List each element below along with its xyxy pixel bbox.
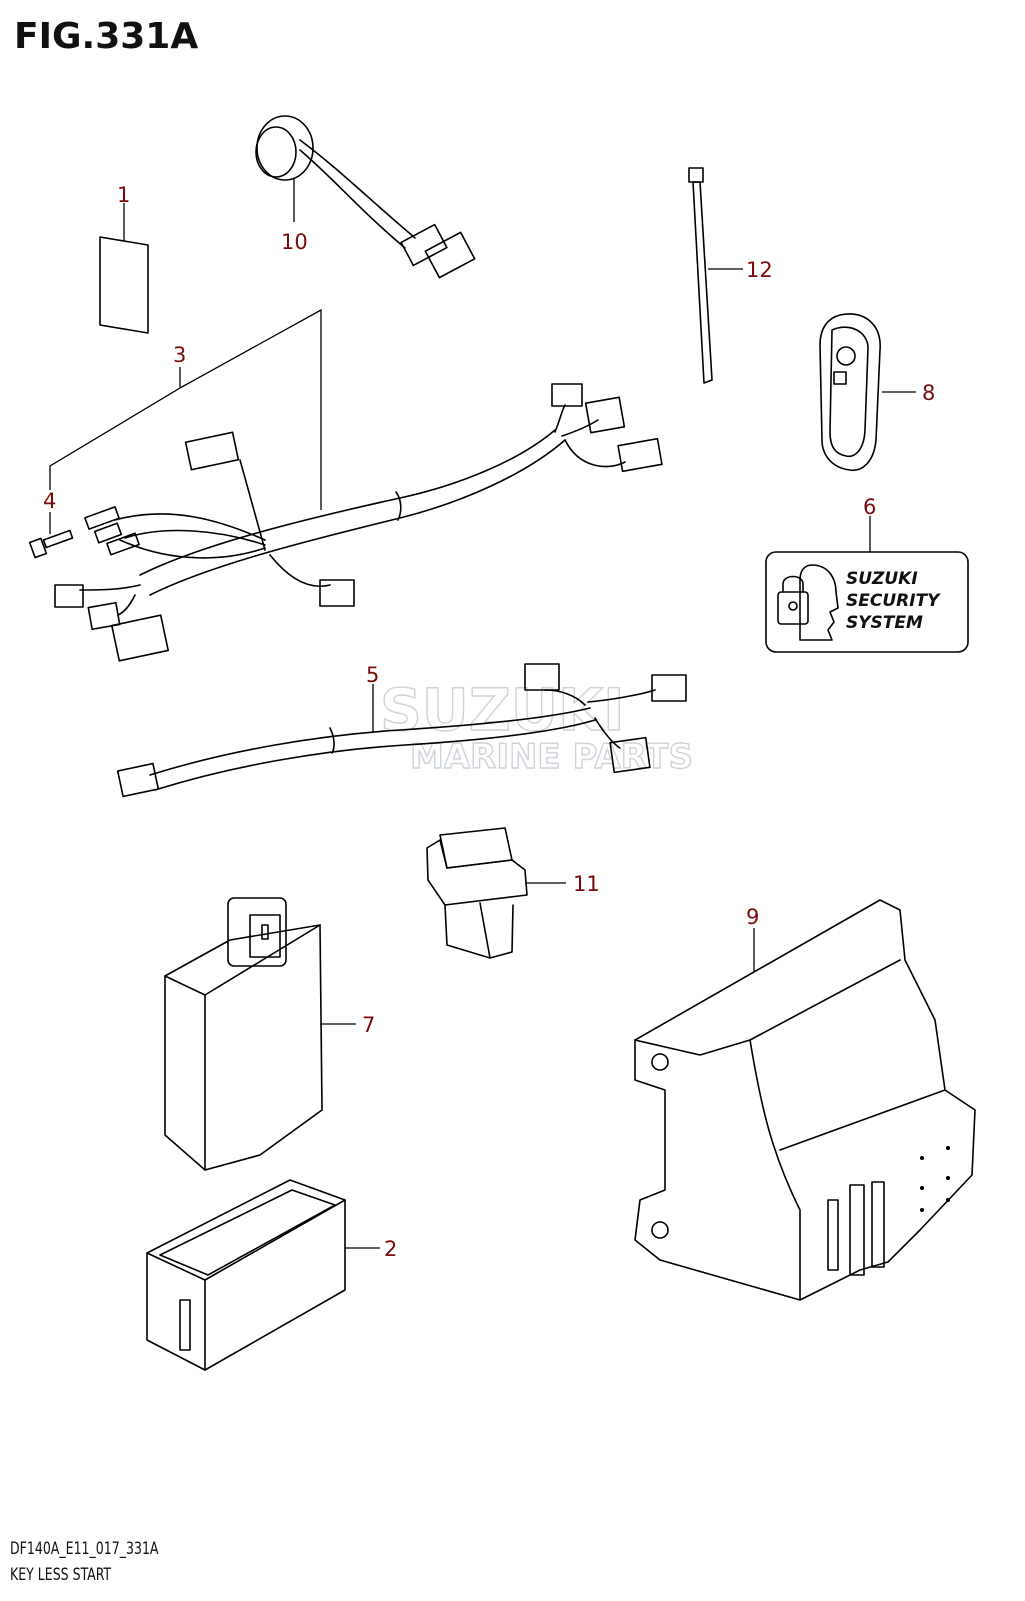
part-9-bracket bbox=[634, 899, 976, 1301]
part-12-cable-tie bbox=[688, 167, 743, 384]
part-3-main-harness bbox=[49, 308, 663, 662]
figure-title: FIG.331A bbox=[14, 16, 199, 57]
watermark: SUZUKI MARINE PARTS bbox=[379, 675, 693, 777]
security-line-1: SUZUKI bbox=[846, 569, 918, 589]
figure-name: KEY LESS START bbox=[10, 1565, 112, 1585]
part-8-key-fob bbox=[819, 313, 916, 471]
watermark-brand: SUZUKI bbox=[380, 676, 625, 744]
callout-1: 1 bbox=[117, 183, 130, 207]
callout-2: 2 bbox=[384, 1237, 397, 1261]
part-5-sub-harness bbox=[116, 663, 687, 798]
watermark-subtitle: MARINE PARTS bbox=[410, 737, 693, 777]
part-4-bolt bbox=[28, 512, 74, 559]
callout-3: 3 bbox=[173, 343, 186, 367]
callout-11: 11 bbox=[573, 872, 600, 896]
part-10-antenna bbox=[255, 115, 476, 279]
callout-12: 12 bbox=[746, 258, 773, 282]
part-11-switch bbox=[426, 827, 566, 959]
part-7-control-unit bbox=[164, 897, 356, 1171]
figure-code: DF140A_E11_017_331A bbox=[10, 1539, 159, 1559]
callout-5: 5 bbox=[366, 663, 379, 687]
callout-8: 8 bbox=[922, 381, 935, 405]
part-6-security-label: SUZUKI SECURITY SYSTEM bbox=[765, 516, 969, 653]
callout-10: 10 bbox=[281, 230, 308, 254]
callout-7: 7 bbox=[362, 1013, 375, 1037]
callout-9: 9 bbox=[746, 905, 759, 929]
part-1-card bbox=[99, 203, 149, 334]
callout-6: 6 bbox=[863, 495, 876, 519]
callout-labels: 1 2 3 4 5 6 7 8 9 10 11 12 bbox=[43, 183, 935, 1261]
security-line-2: SECURITY bbox=[846, 591, 941, 611]
part-2-holder bbox=[146, 1179, 380, 1371]
security-line-3: SYSTEM bbox=[846, 613, 923, 633]
callout-4: 4 bbox=[43, 489, 56, 513]
